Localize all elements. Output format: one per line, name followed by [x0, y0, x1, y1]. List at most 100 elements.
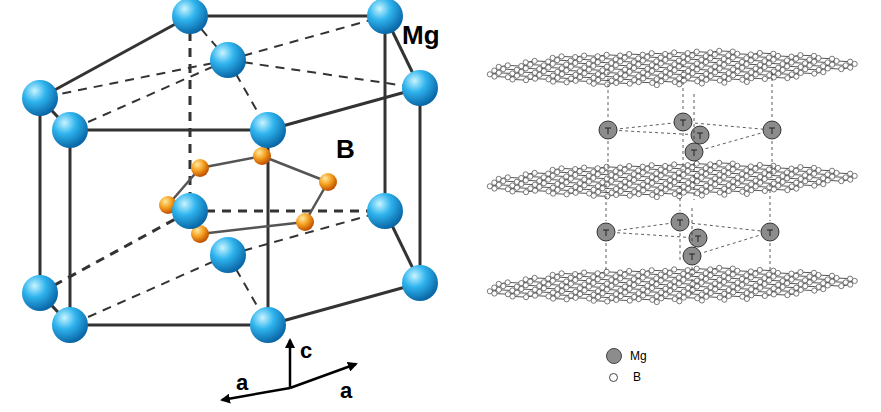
boron-atom	[789, 172, 794, 177]
cell-edge	[190, 15, 385, 18]
boron-atom	[762, 293, 767, 298]
boron-atom	[807, 63, 812, 68]
boron-atom	[726, 276, 731, 281]
boron-atom	[605, 299, 610, 304]
boron-atom	[794, 186, 799, 191]
boron-atom	[649, 268, 654, 273]
boron-atom	[748, 275, 753, 280]
boron-atom	[798, 53, 803, 58]
boron-atom	[618, 59, 623, 64]
boron-atom	[645, 184, 650, 189]
boron-atom	[609, 66, 614, 71]
boron-atom	[704, 189, 709, 194]
boron-atom	[676, 176, 681, 181]
boron-atom	[776, 71, 781, 76]
boron-atom	[713, 182, 718, 187]
boron-atom	[703, 171, 708, 176]
boron-atom	[677, 82, 682, 87]
boron-atom	[505, 280, 510, 285]
mg-dashed	[606, 243, 607, 272]
b-bond	[200, 156, 262, 168]
boron-atom	[704, 294, 709, 299]
boron-atom	[559, 271, 564, 276]
boron-atom	[803, 67, 808, 72]
magnesium-atom	[22, 275, 58, 311]
mg-mark	[695, 236, 701, 242]
cell-edge	[69, 130, 72, 325]
boron-atom	[699, 298, 704, 303]
mg-dashed	[772, 72, 773, 119]
boron-atom	[825, 66, 830, 71]
boron-atom	[681, 277, 686, 282]
boron-atom	[834, 58, 839, 63]
cell-edge	[268, 283, 420, 325]
boron-atom	[677, 299, 682, 304]
boron-atom	[551, 79, 556, 84]
boron-atom	[685, 168, 690, 173]
boron-atom	[830, 279, 835, 284]
boron-atom	[708, 290, 713, 295]
boron-atom	[785, 281, 790, 286]
boron-atom	[600, 56, 605, 61]
boron-atom	[627, 51, 632, 56]
boron-atom	[645, 289, 650, 294]
boron-atom	[731, 290, 736, 295]
cell-edge	[268, 88, 420, 130]
boron-atom	[703, 59, 708, 64]
boron-atom	[622, 290, 627, 295]
boron-atom	[559, 166, 564, 171]
mg-mark	[767, 230, 773, 236]
boron-atom	[604, 287, 609, 292]
boron-atom	[816, 167, 821, 172]
boron-atom	[591, 81, 596, 86]
boron-atom	[582, 53, 587, 58]
boron-atom	[555, 187, 560, 192]
boron-atom	[744, 296, 749, 301]
magnesium-atom	[172, 193, 208, 229]
boron-atom	[762, 188, 767, 193]
boron-atom	[631, 65, 636, 70]
boron-atom	[825, 178, 830, 183]
boron-atom	[798, 182, 803, 187]
boron-atom	[717, 283, 722, 288]
boron-atom	[780, 67, 785, 72]
boron-atom	[659, 191, 664, 196]
boron-atom	[708, 73, 713, 78]
boron-atom	[699, 63, 704, 68]
cell-edge	[70, 324, 268, 327]
boron-atom	[618, 189, 623, 194]
boron-atom	[492, 74, 497, 79]
boron-atom	[812, 183, 817, 188]
boron-atom	[622, 272, 627, 277]
boron-atom	[595, 277, 600, 282]
boron-atom	[839, 284, 844, 289]
boron-atom	[659, 79, 664, 84]
boron-atom	[757, 267, 762, 272]
boron-atom	[550, 61, 555, 66]
cell-edge	[190, 210, 385, 213]
boron-atom	[717, 66, 722, 71]
boron-atom	[640, 170, 645, 175]
boron-atom	[514, 290, 519, 295]
boron-atom	[649, 68, 654, 73]
boron-atom	[672, 162, 677, 167]
boron-atom	[722, 80, 727, 85]
boron-atom	[541, 286, 546, 291]
mg-mark	[680, 120, 686, 126]
boron-atom	[627, 69, 632, 74]
boron-atom	[717, 160, 722, 165]
mg-mark	[697, 133, 703, 139]
boron-atom	[744, 79, 749, 84]
boron-atom	[649, 51, 654, 56]
boron-atom	[667, 54, 672, 59]
boron-atom	[191, 159, 209, 177]
boron-atom	[771, 187, 776, 192]
boron-atom	[766, 278, 771, 283]
boron-atom	[672, 267, 677, 272]
boron-atom	[532, 76, 537, 81]
cell-edge	[228, 16, 385, 60]
boron-atom	[658, 61, 663, 66]
boron-atom	[726, 293, 731, 298]
boron-atom	[519, 181, 524, 186]
